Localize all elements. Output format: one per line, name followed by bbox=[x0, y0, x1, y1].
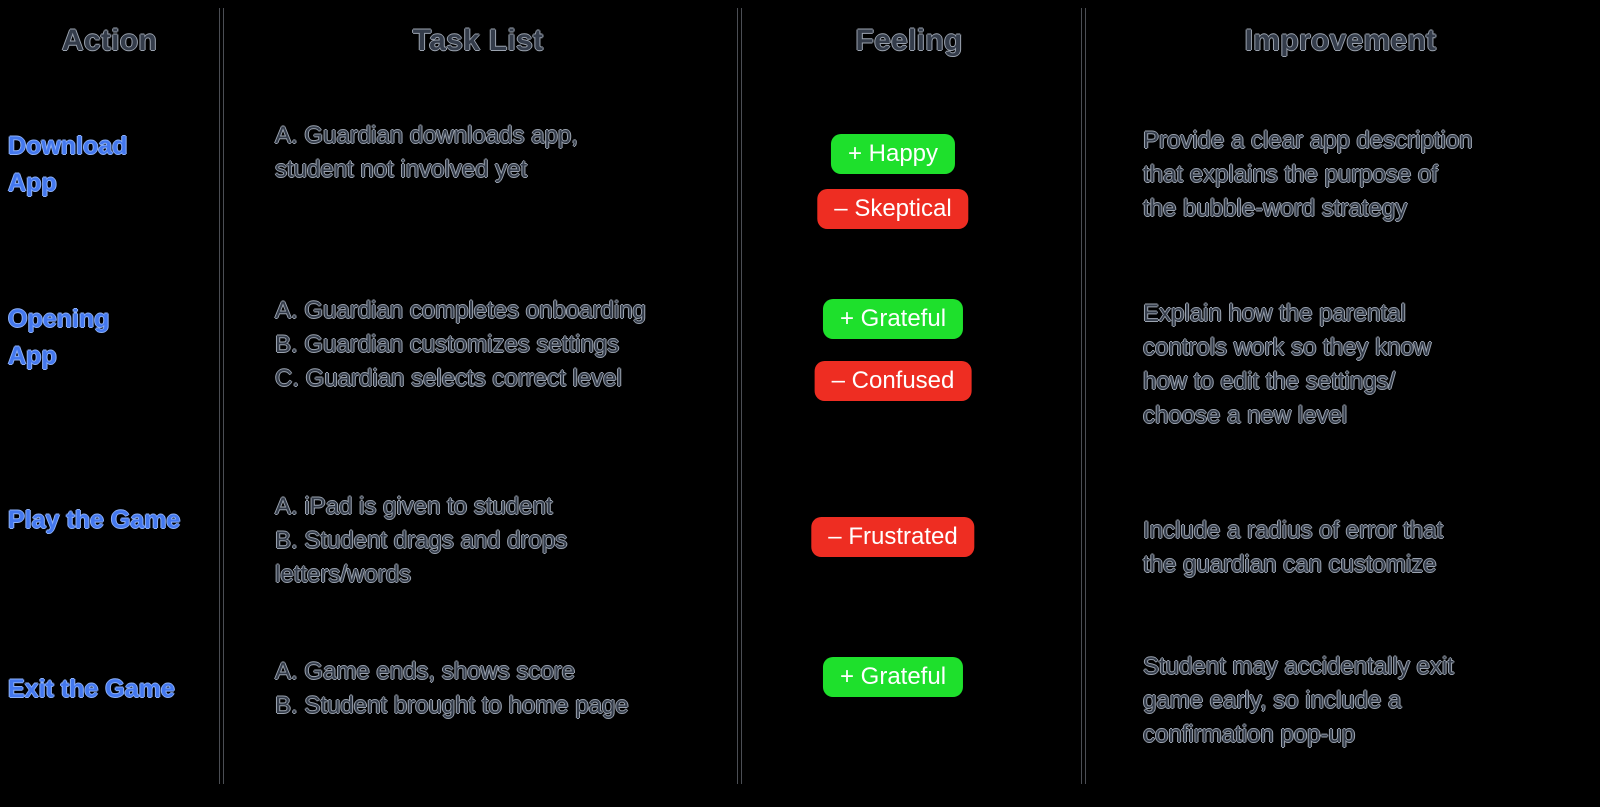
column-divider bbox=[737, 8, 742, 784]
feeling-badge-happy: + Happy bbox=[830, 134, 956, 174]
improvement-exit-the-game: Student may accidentally exit game early… bbox=[1143, 653, 1454, 748]
task-list-exit-the-game: A. Game ends, shows score B. Student bro… bbox=[275, 658, 629, 719]
feeling-badge-grateful: + Grateful bbox=[822, 299, 964, 339]
feeling-badge-skeptical: – Skeptical bbox=[817, 189, 969, 229]
column-header-task-list: Task List bbox=[412, 24, 544, 57]
column-divider bbox=[1081, 8, 1086, 784]
action-label-play-the-game: Play the Game bbox=[8, 506, 181, 534]
action-label-download-app: Download App bbox=[8, 132, 128, 197]
feeling-badge-confused: – Confused bbox=[814, 361, 972, 401]
action-label-exit-the-game: Exit the Game bbox=[8, 675, 175, 703]
improvement-play-the-game: Include a radius of error that the guard… bbox=[1143, 517, 1444, 578]
column-header-feeling: Feeling bbox=[855, 24, 963, 57]
improvement-opening-app: Explain how the parental controls work s… bbox=[1143, 300, 1432, 429]
feeling-badge-frustrated: – Frustrated bbox=[811, 517, 975, 557]
improvement-download-app: Provide a clear app description that exp… bbox=[1143, 127, 1473, 222]
task-list-play-the-game: A. iPad is given to student B. Student d… bbox=[275, 493, 568, 588]
feeling-badge-grateful-exit: + Grateful bbox=[822, 657, 964, 697]
column-divider bbox=[219, 8, 224, 784]
column-header-improvement: Improvement bbox=[1244, 24, 1437, 57]
column-header-action: Action bbox=[61, 24, 158, 57]
task-list-download-app: A. Guardian downloads app, student not i… bbox=[275, 122, 578, 183]
action-label-opening-app: Opening App bbox=[8, 305, 110, 370]
task-list-opening-app: A. Guardian completes onboarding B. Guar… bbox=[275, 297, 646, 392]
